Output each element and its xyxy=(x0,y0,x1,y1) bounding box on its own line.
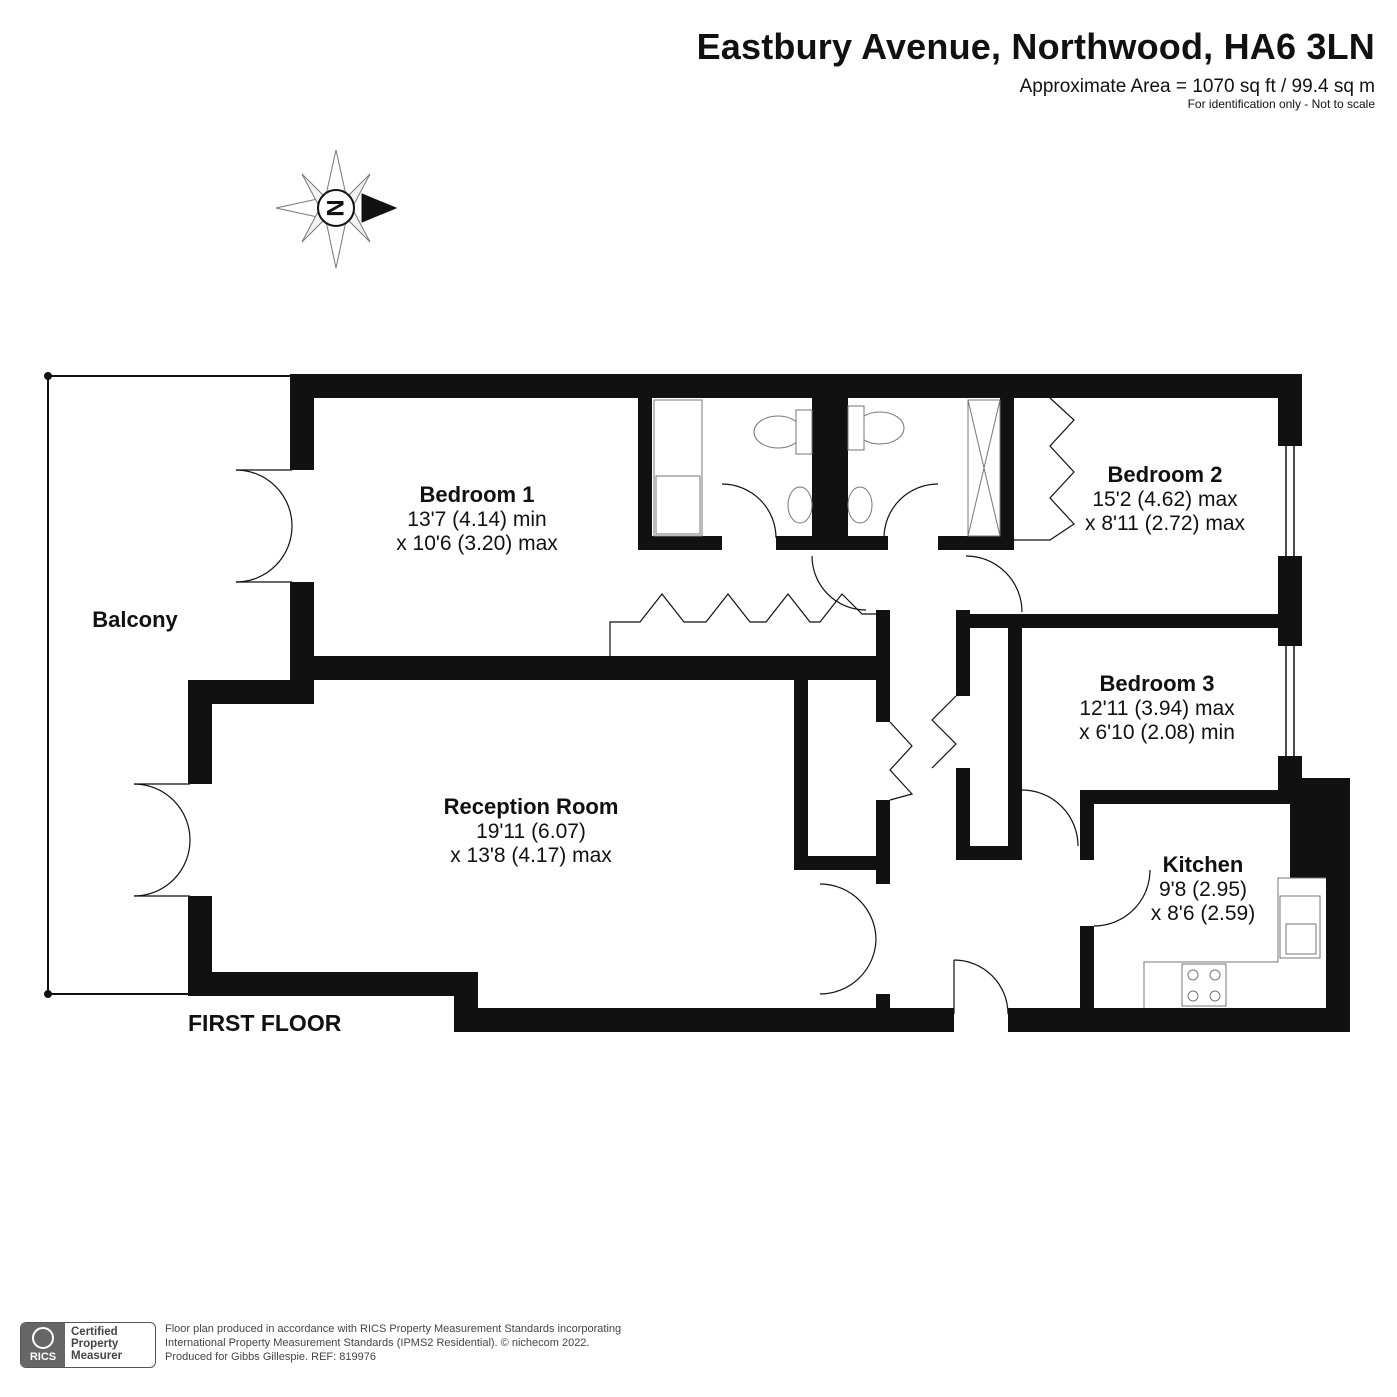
bedroom-3-dim1: 12'11 (3.94) max xyxy=(1079,697,1235,720)
basin-icon xyxy=(847,486,873,524)
balcony-name: Balcony xyxy=(92,607,178,632)
reception-dim1: 19'11 (6.07) xyxy=(476,820,586,843)
hob-icon xyxy=(1181,963,1227,1007)
footer-credits: Floor plan produced in accordance with R… xyxy=(165,1322,621,1364)
compass-icon xyxy=(275,149,398,269)
kitchen-name: Kitchen xyxy=(1163,852,1244,877)
reception-dim2: x 13'8 (4.17) max xyxy=(450,844,612,867)
bedroom-2-dim2: x 8'11 (2.72) max xyxy=(1085,512,1246,535)
room-reception: Reception Room 19'11 (6.07) x 13'8 (4.17… xyxy=(444,794,619,867)
bedroom-3-dim2: x 6'10 (2.08) min xyxy=(1079,721,1235,744)
approximate-area: Approximate Area = 1070 sq ft / 99.4 sq … xyxy=(1019,76,1375,97)
bathroom-fixtures xyxy=(653,399,1001,537)
bedroom-1-name: Bedroom 1 xyxy=(420,482,535,507)
bedroom-3-name: Bedroom 3 xyxy=(1100,671,1215,696)
footer-line-2: International Property Measurement Stand… xyxy=(165,1337,590,1349)
compass-north-letter: N xyxy=(321,199,348,216)
walls xyxy=(188,374,1350,1032)
windows xyxy=(1285,446,1295,756)
bedroom-2-dim1: 15'2 (4.62) max xyxy=(1092,488,1238,511)
toilet-icon xyxy=(753,415,803,449)
rics-emblem-icon xyxy=(32,1327,54,1349)
room-kitchen: Kitchen 9'8 (2.95) x 8'6 (2.59) xyxy=(1151,852,1255,925)
wardrobes xyxy=(609,397,1075,801)
kitchen-dim2: x 8'6 (2.59) xyxy=(1151,902,1255,925)
reception-name: Reception Room xyxy=(444,794,619,819)
kitchen-fixtures xyxy=(1143,877,1326,1008)
room-bedroom-2: Bedroom 2 15'2 (4.62) max x 8'11 (2.72) … xyxy=(1085,462,1246,535)
bedroom-1-dim1: 13'7 (4.14) min xyxy=(407,508,546,531)
rics-badge: RICS Certified Property Measurer xyxy=(20,1322,156,1368)
room-bedroom-1: Bedroom 1 13'7 (4.14) min x 10'6 (3.20) … xyxy=(396,482,558,555)
kitchen-dim1: 9'8 (2.95) xyxy=(1159,878,1247,901)
balcony-outline xyxy=(44,372,290,998)
basin-icon xyxy=(787,486,813,524)
footer-line-3: Produced for Gibbs Gillespie. REF: 81997… xyxy=(165,1351,376,1363)
rics-logo-text: RICS xyxy=(29,1351,57,1363)
footer-line-1: Floor plan produced in accordance with R… xyxy=(165,1323,622,1335)
badge-line-1: Certified xyxy=(71,1326,118,1338)
badge-line-3: Measurer xyxy=(71,1350,123,1362)
doors xyxy=(133,469,1151,1015)
room-bedroom-3: Bedroom 3 12'11 (3.94) max x 6'10 (2.08)… xyxy=(1079,671,1235,744)
rics-logo: RICS xyxy=(21,1323,65,1367)
bedroom-2-name: Bedroom 2 xyxy=(1108,462,1223,487)
floor-label: FIRST FLOOR xyxy=(188,1010,342,1036)
disclaimer-note: For identification only - Not to scale xyxy=(1187,97,1375,111)
rics-badge-text: Certified Property Measurer xyxy=(65,1323,128,1367)
bedroom-1-dim2: x 10'6 (3.20) max xyxy=(396,532,558,555)
badge-line-2: Property xyxy=(71,1338,119,1350)
plan-title: Eastbury Avenue, Northwood, HA6 3LN xyxy=(696,26,1375,67)
